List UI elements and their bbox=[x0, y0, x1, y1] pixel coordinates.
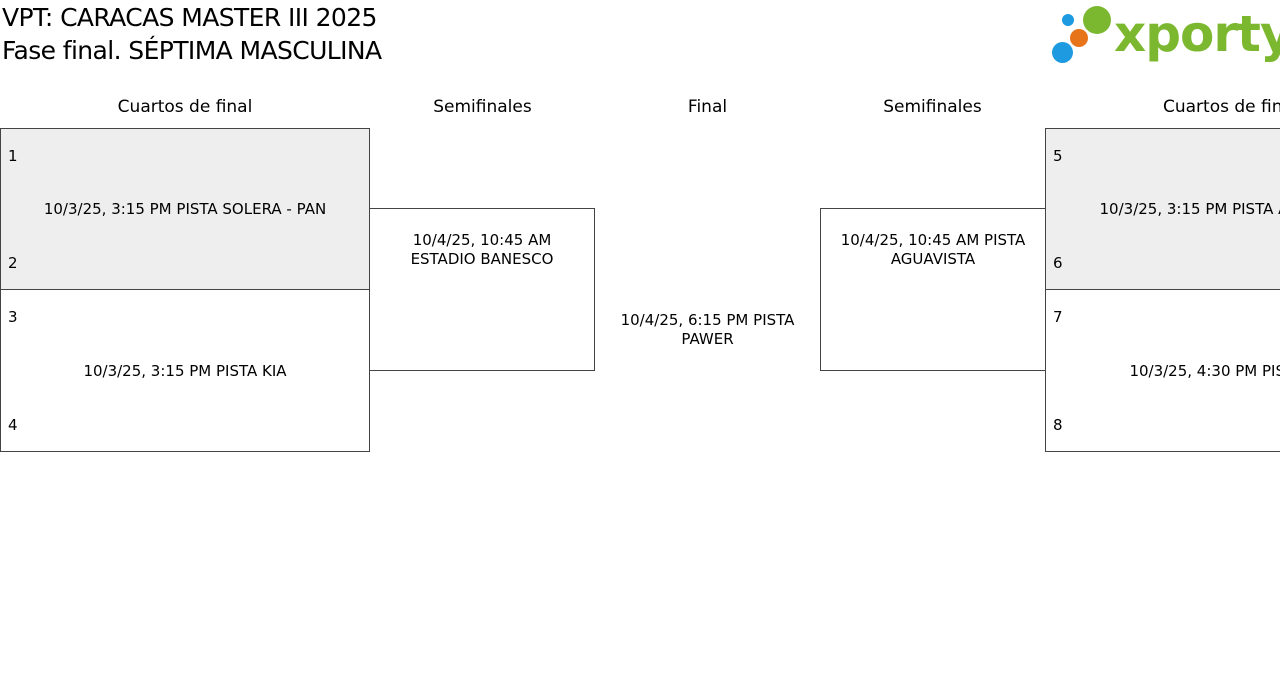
match-info: 10/4/25, 10:45 AM ESTADIO BANESCO bbox=[410, 231, 554, 268]
match-right-sf[interactable]: 10/4/25, 10:45 AM PISTA AGUAVISTA bbox=[820, 208, 1046, 371]
column-header-right-semifinals: Semifinales bbox=[883, 97, 982, 117]
seed-6: 6 bbox=[1053, 254, 1063, 272]
logo-dot-blue bbox=[1052, 42, 1073, 63]
match-info: 10/3/25, 3:15 PM PISTA AGUAVISTA bbox=[1099, 200, 1280, 218]
logo-text: xporty bbox=[1114, 5, 1280, 63]
match-right-qf-1[interactable]: 5 10/3/25, 3:15 PM PISTA AGUAVISTA 6 bbox=[1045, 128, 1280, 290]
match-right-qf-2[interactable]: 7 10/3/25, 4:30 PM PISTA KIA 8 bbox=[1045, 289, 1280, 452]
match-info: 10/3/25, 3:15 PM PISTA KIA bbox=[83, 362, 287, 380]
phase-title: Fase final. SÉPTIMA MASCULINA bbox=[2, 36, 382, 65]
seed-2: 2 bbox=[8, 254, 18, 272]
match-info: 10/4/25, 6:15 PM PISTA PAWER bbox=[620, 311, 795, 348]
seed-5: 5 bbox=[1053, 147, 1063, 165]
tournament-title: VPT: CARACAS MASTER III 2025 bbox=[2, 3, 377, 32]
logo-dot-green bbox=[1083, 6, 1111, 34]
column-header-left-semifinals: Semifinales bbox=[433, 97, 532, 117]
match-info: 10/4/25, 10:45 AM PISTA AGUAVISTA bbox=[840, 231, 1026, 268]
seed-4: 4 bbox=[8, 416, 18, 434]
column-header-right-quarterfinals: Cuartos de final bbox=[1163, 97, 1280, 117]
match-info: 10/3/25, 4:30 PM PISTA KIA bbox=[1129, 362, 1280, 380]
xporty-logo[interactable]: xporty bbox=[1050, 4, 1280, 68]
match-left-sf[interactable]: 10/4/25, 10:45 AM ESTADIO BANESCO bbox=[369, 208, 595, 371]
match-final[interactable]: 10/4/25, 6:15 PM PISTA PAWER bbox=[595, 289, 820, 371]
seed-8: 8 bbox=[1053, 416, 1063, 434]
column-header-final: Final bbox=[687, 97, 728, 117]
seed-3: 3 bbox=[8, 308, 18, 326]
match-left-qf-1[interactable]: 1 10/3/25, 3:15 PM PISTA SOLERA - PAN 2 bbox=[0, 128, 370, 290]
match-info: 10/3/25, 3:15 PM PISTA SOLERA - PAN bbox=[43, 200, 327, 218]
seed-1: 1 bbox=[8, 147, 18, 165]
match-left-qf-2[interactable]: 3 10/3/25, 3:15 PM PISTA KIA 4 bbox=[0, 289, 370, 452]
logo-dot-blue-small bbox=[1062, 14, 1074, 26]
column-header-left-quarterfinals: Cuartos de final bbox=[117, 97, 253, 117]
seed-7: 7 bbox=[1053, 308, 1063, 326]
logo-dot-orange bbox=[1070, 29, 1088, 47]
